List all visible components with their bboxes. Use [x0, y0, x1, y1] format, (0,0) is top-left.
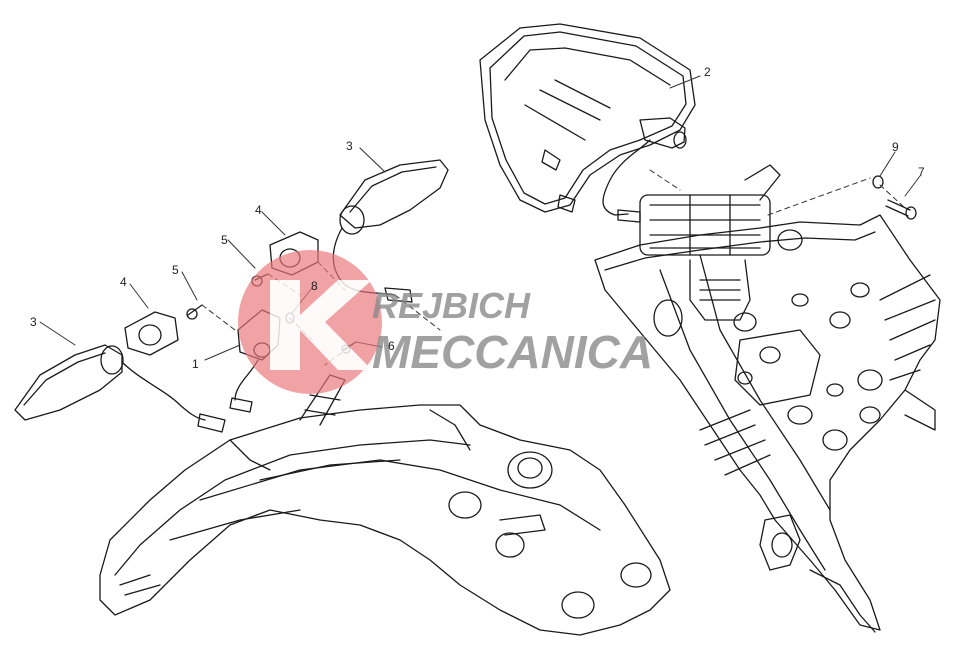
indicator-bracket-left-part	[124, 311, 179, 356]
tail-light-part	[479, 23, 696, 223]
callout-6: 6	[388, 339, 395, 353]
callout-3-left: 3	[30, 315, 37, 329]
watermark-line2: MECCANICA	[372, 326, 653, 378]
callout-8: 8	[311, 279, 318, 293]
watermark-text: REJBICH MECCANICA	[372, 285, 653, 378]
turn-indicator-left-part	[14, 344, 226, 433]
watermark-line1: REJBICH	[372, 285, 531, 326]
callout-4-left: 4	[120, 275, 127, 289]
callout-labels: 1 2 3 3 4 4 5 5 6 7 8 9	[30, 65, 925, 371]
callout-5-left: 5	[172, 263, 179, 277]
screw-left-part	[186, 304, 203, 320]
callout-7: 7	[918, 165, 925, 179]
watermark-logo	[238, 250, 382, 394]
callout-1: 1	[192, 357, 199, 371]
callout-4-upper: 4	[255, 203, 262, 217]
callout-3-upper: 3	[346, 139, 353, 153]
rear-subframe-part	[99, 374, 671, 636]
rear-mudguard-part	[594, 164, 941, 633]
callout-5-upper: 5	[221, 233, 228, 247]
callout-2: 2	[704, 65, 711, 79]
washer-9-part	[872, 175, 884, 189]
callout-9: 9	[892, 140, 899, 154]
bolt-7-part	[885, 199, 917, 220]
